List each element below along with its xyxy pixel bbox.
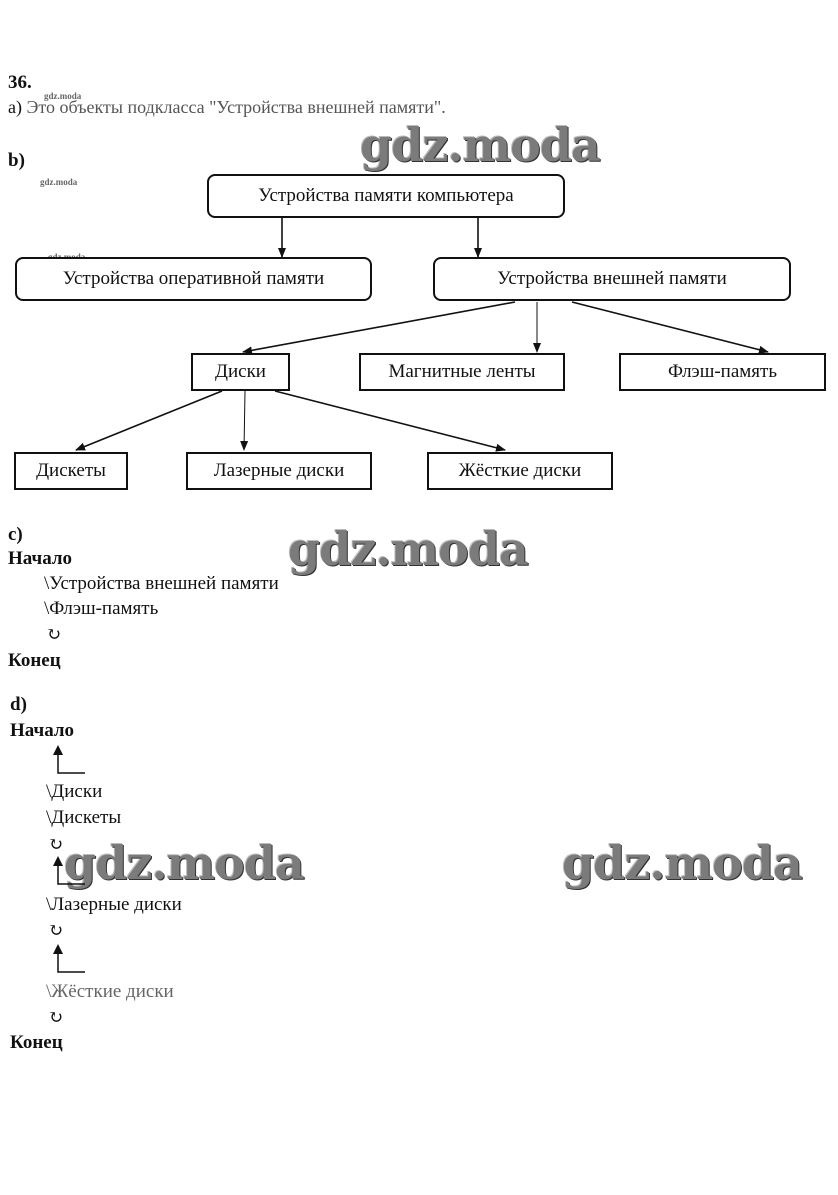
part-d-step: \Диски [46, 781, 103, 802]
node-floppy-disks: Дискеты [14, 452, 128, 490]
part-c-step: \Устройства внешней памяти [44, 573, 279, 594]
up-arrow-icon [53, 944, 85, 973]
part-a-answer: a) Это объекты подкласса "Устройства вне… [8, 97, 446, 118]
watermark-big: gdz.moda [562, 836, 803, 890]
watermark-big: gdz.moda [64, 836, 305, 890]
return-icon: ↻ [48, 920, 64, 940]
part-d-end: Конец [10, 1032, 63, 1053]
node-flash-memory: Флэш-память [619, 353, 826, 391]
node-memory-devices: Устройства памяти компьютера [207, 174, 565, 218]
part-c-end: Конец [8, 650, 61, 671]
part-d-label: d) [10, 694, 27, 715]
return-icon: ↻ [46, 624, 62, 644]
watermark-small: gdz.moda [44, 91, 82, 101]
part-d-step: \Лазерные диски [46, 894, 182, 915]
arrow-external-flash [571, 301, 769, 354]
part-c-start: Начало [8, 548, 73, 569]
node-magnetic-tapes: Магнитные ленты [359, 353, 565, 391]
task-number: 36. [8, 72, 32, 93]
arrow-disks-floppy [75, 390, 223, 451]
part-d-start: Начало [10, 720, 75, 741]
hierarchy-connectors [75, 218, 769, 452]
return-icon: ↻ [48, 1007, 64, 1027]
part-b-label: b) [8, 150, 25, 171]
node-ram-devices: Устройства оперативной памяти [15, 257, 372, 301]
arrow-disks-laser [240, 390, 249, 451]
arrow-external-disks [242, 301, 516, 355]
up-arrow-icon [53, 745, 85, 774]
part-c-label: c) [8, 524, 23, 545]
watermark-small: gdz.moda [40, 177, 78, 187]
part-d-step: \Дискеты [46, 807, 122, 828]
return-icon: ↻ [48, 834, 64, 854]
part-d-step: \Жёсткие диски [46, 981, 174, 1002]
up-arrow-icon [53, 856, 85, 885]
node-external-memory-devices: Устройства внешней памяти [433, 257, 791, 301]
watermark-big: gdz.moda [288, 522, 529, 576]
node-laser-disks: Лазерные диски [186, 452, 372, 490]
part-a-text: Это объекты подкласса "Устройства внешне… [26, 97, 446, 117]
node-disks: Диски [191, 353, 290, 391]
watermark-big: gdz.moda [360, 118, 601, 172]
node-hard-disks: Жёсткие диски [427, 452, 613, 490]
part-c-step: \Флэш-память [44, 598, 159, 619]
part-a-label: a) [8, 97, 22, 117]
arrow-disks-hard [274, 390, 506, 452]
